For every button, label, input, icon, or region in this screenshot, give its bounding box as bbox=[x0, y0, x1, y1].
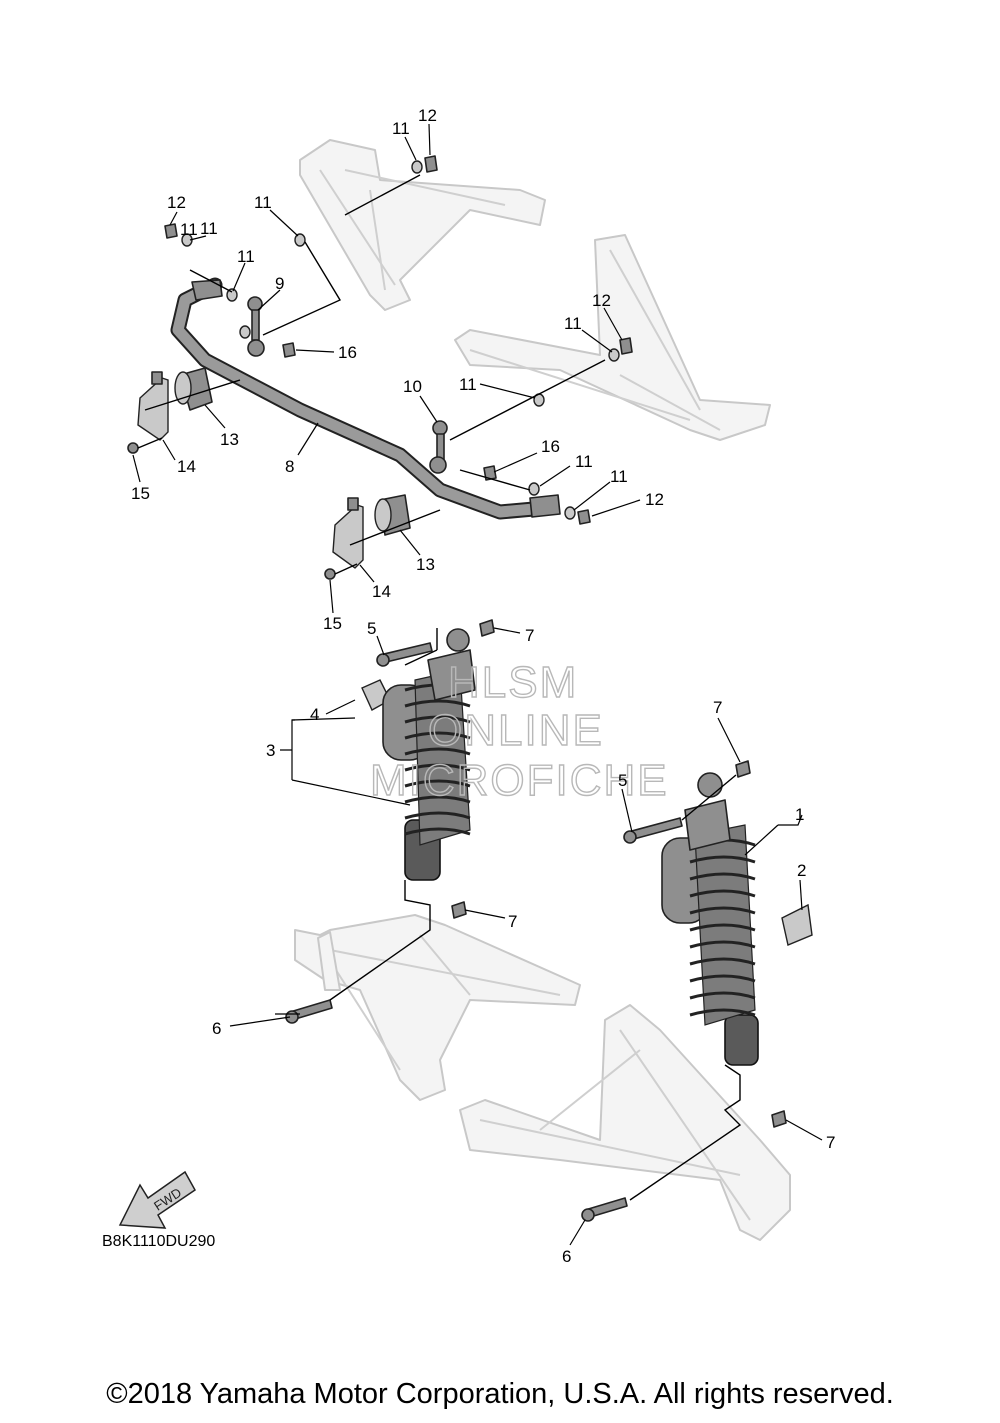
callout: 12 bbox=[418, 106, 437, 125]
callout: 7 bbox=[713, 698, 722, 717]
end-link-10 bbox=[429, 420, 448, 474]
lower-arm-left-ghost bbox=[294, 914, 581, 1101]
shock-bolts bbox=[285, 619, 787, 1222]
small-hardware bbox=[164, 155, 633, 525]
callout: 11 bbox=[254, 193, 272, 212]
callout: 6 bbox=[212, 1019, 221, 1038]
callout: 16 bbox=[338, 343, 357, 362]
callout: 8 bbox=[285, 457, 294, 476]
assembly-lines bbox=[144, 174, 742, 1201]
callout: 6 bbox=[562, 1247, 571, 1266]
diagram-code: B8K1110DU290 bbox=[102, 1233, 216, 1250]
callout: 2 bbox=[797, 861, 806, 880]
copyright-notice: ©2018 Yamaha Motor Corporation, U.S.A. A… bbox=[106, 1378, 894, 1410]
shock-absorber-left bbox=[361, 628, 476, 881]
callout: 13 bbox=[220, 430, 239, 449]
upper-arm-left-ghost bbox=[299, 139, 546, 311]
stabilizer-bar bbox=[170, 277, 561, 520]
callout: 12 bbox=[167, 193, 186, 212]
callout: 7 bbox=[826, 1133, 835, 1152]
fwd-arrow: FWD bbox=[118, 1170, 196, 1229]
callout: 14 bbox=[177, 457, 196, 476]
callout: 11 bbox=[459, 375, 477, 394]
callout: 11 bbox=[564, 314, 582, 333]
upper-arm-right-ghost bbox=[454, 234, 771, 441]
callout: 11 bbox=[237, 247, 255, 266]
bolt-15-left bbox=[127, 437, 163, 454]
callout: 3 bbox=[266, 741, 275, 760]
callout: 5 bbox=[618, 771, 627, 790]
callout: 12 bbox=[592, 291, 611, 310]
callout: 4 bbox=[310, 705, 319, 724]
callout: 7 bbox=[508, 912, 517, 931]
callout: 7 bbox=[525, 626, 534, 645]
lower-arm-right-ghost bbox=[459, 1004, 791, 1241]
bracket-left bbox=[137, 371, 169, 441]
watermark-line-3: MICROFICHE bbox=[370, 756, 669, 805]
callout: 5 bbox=[367, 619, 376, 638]
bolt-15-right bbox=[324, 563, 358, 580]
watermark: HLSM ONLINE MICROFICHE bbox=[369, 657, 669, 805]
callout: 9 bbox=[275, 274, 284, 293]
callout: 15 bbox=[323, 614, 342, 633]
callout: 14 bbox=[372, 582, 391, 601]
watermark-line-2: ONLINE bbox=[428, 706, 604, 755]
watermark-line-1: HLSM bbox=[448, 658, 578, 707]
callout: 13 bbox=[416, 555, 435, 574]
callout: 10 bbox=[403, 377, 422, 396]
callout: 11 bbox=[200, 219, 218, 238]
callout: 12 bbox=[645, 490, 664, 509]
end-link-9 bbox=[247, 296, 265, 357]
bracket-right bbox=[332, 497, 364, 569]
callouts: 1 2 3 4 5 5 6 6 7 7 7 7 8 9 10 11 11 11 … bbox=[131, 106, 835, 1266]
callout: 16 bbox=[541, 437, 560, 456]
shock-absorber-right bbox=[661, 772, 813, 1066]
callout: 11 bbox=[180, 220, 198, 239]
callout: 11 bbox=[575, 452, 593, 471]
callout: 11 bbox=[392, 119, 410, 138]
bushing-left bbox=[174, 367, 213, 411]
callout: 11 bbox=[610, 467, 628, 486]
callout: 15 bbox=[131, 484, 150, 503]
callout: 1 bbox=[795, 805, 804, 824]
leader-lines bbox=[132, 123, 823, 1246]
